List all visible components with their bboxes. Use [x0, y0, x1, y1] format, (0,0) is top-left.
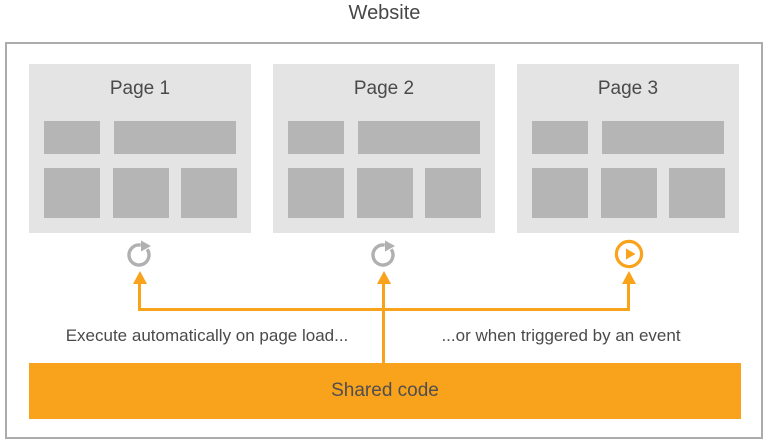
refresh-icon	[124, 239, 158, 269]
content-block	[114, 121, 236, 154]
refresh-icon	[368, 239, 402, 269]
content-block	[532, 168, 588, 218]
connector-middle-vertical	[382, 283, 385, 363]
shared-code-bar: Shared code	[29, 363, 741, 419]
content-block	[358, 121, 480, 154]
content-block	[669, 168, 725, 218]
page-1-title: Page 1	[109, 78, 171, 99]
page-3-title: Page 3	[597, 78, 659, 99]
content-block	[288, 168, 344, 218]
up-arrowhead-icon	[133, 271, 147, 284]
play-icon	[614, 239, 644, 269]
content-block	[357, 168, 413, 218]
content-block	[602, 121, 724, 154]
up-arrowhead-icon	[622, 271, 636, 284]
content-block	[532, 121, 588, 154]
page-load-annotation: Execute automatically on page load...	[65, 326, 349, 345]
up-arrowhead-icon	[377, 271, 391, 284]
content-block	[44, 168, 100, 218]
page-2-title: Page 2	[353, 78, 415, 99]
content-block	[113, 168, 169, 218]
content-block	[181, 168, 237, 218]
page-3-card: Page 3	[517, 64, 739, 233]
content-block	[425, 168, 481, 218]
event-trigger-annotation: ...or when triggered by an event	[441, 326, 681, 345]
shared-code-label: Shared code	[331, 380, 439, 401]
content-block	[288, 121, 344, 154]
content-block	[44, 121, 100, 154]
page-1-card: Page 1	[29, 64, 251, 233]
connector-right-vertical	[627, 283, 630, 311]
diagram-title: Website	[348, 2, 421, 24]
connector-left-vertical	[138, 283, 141, 311]
page-2-card: Page 2	[273, 64, 495, 233]
content-block	[601, 168, 657, 218]
